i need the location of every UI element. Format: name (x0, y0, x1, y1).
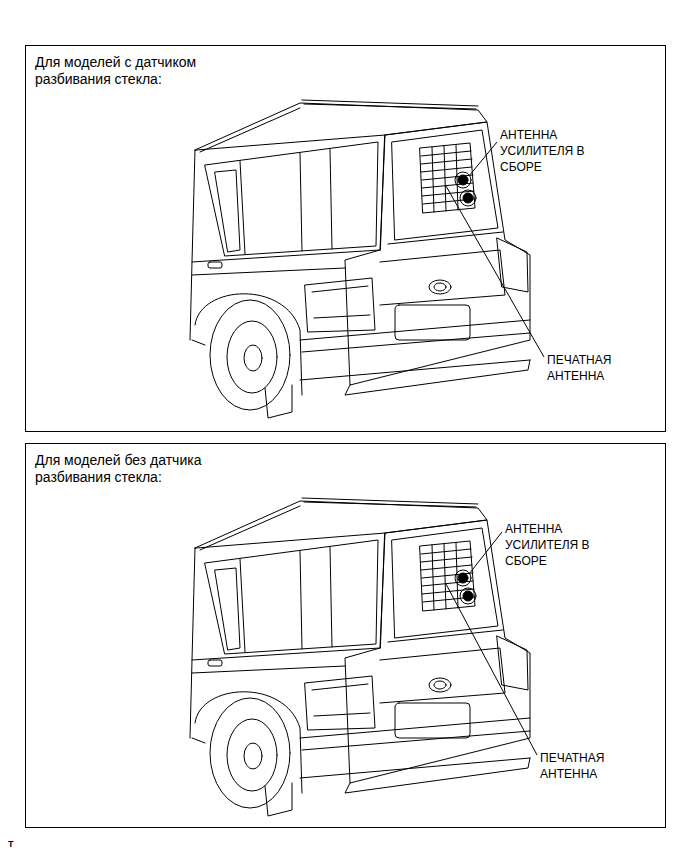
part-name: ПЕЧАТНАЯ АНТЕННА (540, 750, 620, 782)
part-name: ПЕЧАТНАЯ АНТЕННА (547, 352, 627, 384)
part-name: АНТЕННА УСИЛИТЕЛЯ В СБОРЕ (505, 521, 605, 569)
label-text: ПЕЧАТНАЯ АНТЕННА (547, 352, 627, 384)
part-name: АНТЕННА УСИЛИТЕЛЯ В СБОРЕ (500, 127, 600, 175)
label-text: ПЕЧАТНАЯ АНТЕННА (540, 750, 620, 782)
panel-heading: Для моделей с датчиком разбивания стекла… (35, 54, 235, 88)
panel-heading: Для моделей без датчика разбивания стекл… (35, 452, 235, 486)
label-text: T (8, 836, 28, 852)
vehicle-drawing (190, 498, 530, 816)
leader-line (446, 186, 544, 357)
figure-code: T (8, 836, 28, 852)
leader-line (469, 532, 502, 574)
leader-line (446, 584, 537, 755)
label-text: АНТЕННА УСИЛИТЕЛЯ В СБОРЕ (505, 521, 605, 569)
label-text: АНТЕННА УСИЛИТЕЛЯ В СБОРЕ (500, 127, 600, 175)
leader-line (469, 142, 497, 176)
vehicle-drawing (190, 100, 530, 418)
